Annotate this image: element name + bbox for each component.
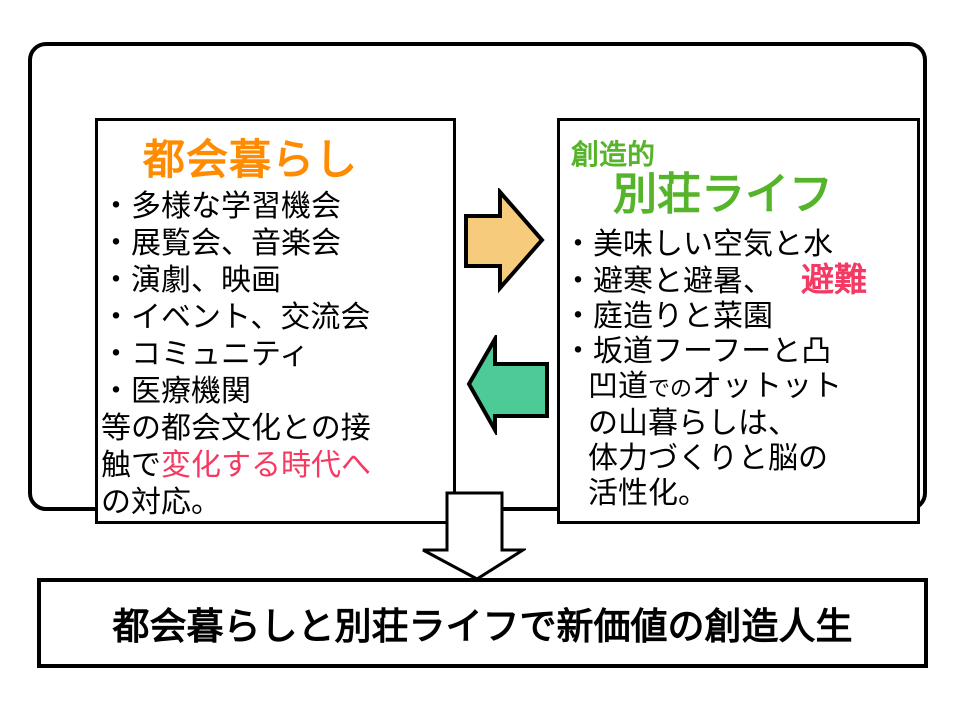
- down-arrow-shape: [422, 491, 526, 581]
- villa-life-box: 創造的 別荘ライフ ・美味しい空気と水 ・避寒と避暑、避難 ・庭造りと菜園 ・坂…: [557, 118, 920, 524]
- villa-bullet-1: ・美味しい空気と水: [563, 228, 833, 261]
- city-footer-red-segment: 変化する時代へ: [161, 449, 371, 482]
- villa-bullet-4-segment-a: 凹道: [588, 370, 648, 403]
- comparison-panel: 都会暮らし ・多様な学習機会 ・展覧会、音楽会 ・演劇、映画 ・イベント、交流会…: [28, 42, 927, 524]
- right-arrow-shape: [464, 188, 545, 294]
- villa-life-subtitle: 創造的: [571, 139, 656, 170]
- city-footer-line-3: の対応。: [101, 486, 221, 519]
- city-bullet-1: ・多様な学習機会: [101, 190, 341, 223]
- villa-life-title: 別荘ライフ: [613, 170, 833, 219]
- left-arrow-icon: [466, 335, 549, 435]
- villa-bullet-4-small-segment: での: [648, 376, 693, 401]
- right-arrow-icon: [464, 188, 545, 294]
- city-bullet-6: ・医療機関: [101, 375, 251, 408]
- city-footer-line-1: 等の都会文化との接: [101, 412, 371, 445]
- city-bullet-4: ・イベント、交流会: [101, 301, 371, 334]
- city-bullet-5: ・コミュニティ: [101, 338, 310, 371]
- city-bullet-2: ・展覧会、音楽会: [101, 227, 341, 260]
- city-bullet-3: ・演劇、映画: [101, 264, 281, 297]
- villa-bullet-3: ・庭造りと菜園: [563, 300, 773, 333]
- villa-bullet-4-line-3: の山暮らしは、: [588, 407, 798, 440]
- villa-bullet-2-red-segment: 避難: [801, 261, 867, 298]
- villa-bullet-4-line-5: 活性化。: [588, 477, 708, 510]
- villa-bullet-2-black-segment: ・避寒と避暑、: [563, 265, 773, 298]
- city-life-title: 都会暮らし: [143, 136, 359, 183]
- city-life-box: 都会暮らし ・多様な学習機会 ・展覧会、音楽会 ・演劇、映画 ・イベント、交流会…: [95, 118, 456, 524]
- villa-bullet-2: ・避寒と避暑、避難: [563, 262, 914, 299]
- conclusion-text: 都会暮らしと別荘ライフで新価値の創造人生: [112, 606, 853, 647]
- villa-bullet-4-line-1: ・坂道フーフーと凸: [563, 335, 832, 368]
- villa-bullet-4-line-2: 凹道でのオットット: [588, 369, 914, 406]
- villa-bullet-4-line-4: 体力づくりと脳の: [588, 442, 828, 475]
- city-footer-line-2: 触で変化する時代へ: [101, 447, 450, 484]
- city-footer-black-segment: 触で: [101, 449, 161, 482]
- villa-bullet-4-segment-b: オットット: [692, 370, 843, 403]
- down-arrow-icon: [422, 491, 526, 581]
- conclusion-box: 都会暮らしと別荘ライフで新価値の創造人生: [37, 578, 928, 668]
- left-arrow-shape: [466, 335, 549, 435]
